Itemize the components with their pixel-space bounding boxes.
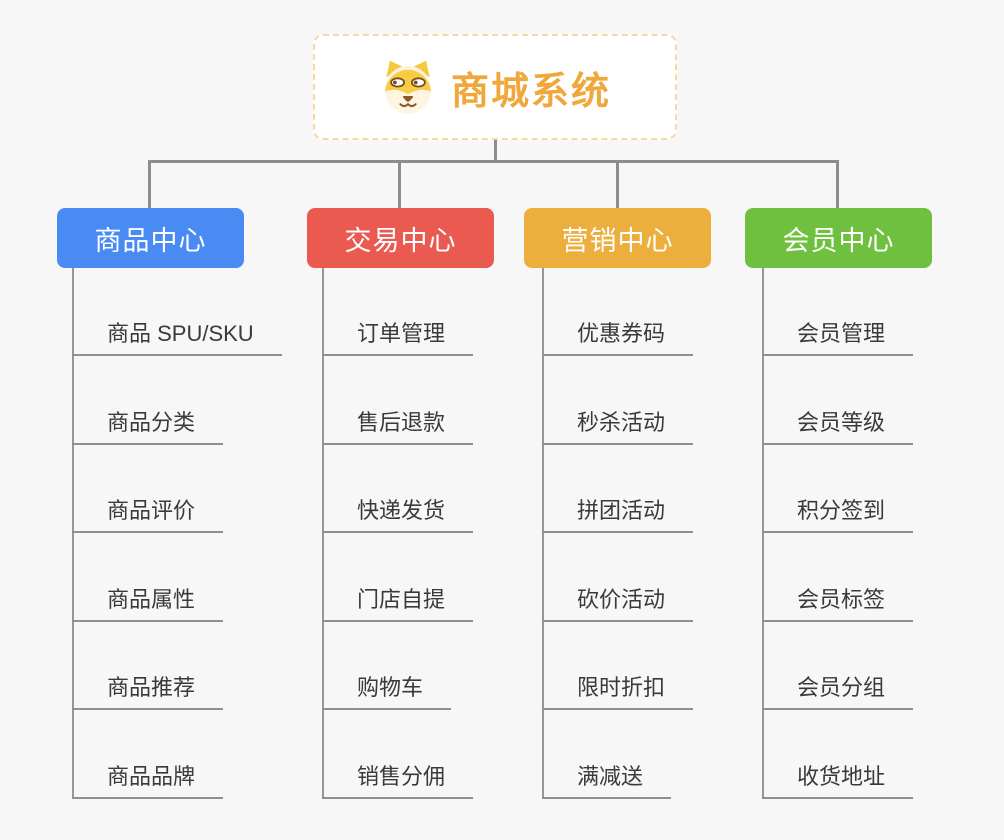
child-node[interactable]: 订单管理	[322, 321, 474, 356]
branch-node-trade[interactable]: 交易中心	[307, 208, 494, 268]
child-node[interactable]: 销售分佣	[322, 764, 474, 799]
connector-branch-spine	[542, 268, 544, 799]
root-node-label: 商城系统	[450, 70, 611, 113]
connector-branch-spine	[762, 268, 764, 799]
child-node[interactable]: 购物车	[322, 675, 452, 710]
child-node[interactable]: 商品品牌	[72, 764, 224, 799]
root-node[interactable]: 商城系统	[313, 34, 677, 140]
connector-drop	[398, 160, 401, 208]
branch-node-members[interactable]: 会员中心	[745, 208, 932, 268]
child-node[interactable]: 商品 SPU/SKU	[72, 321, 282, 356]
child-node[interactable]: 积分签到	[762, 498, 914, 533]
child-node[interactable]: 拼团活动	[542, 498, 694, 533]
child-node[interactable]: 收货地址	[762, 764, 914, 799]
connector-horizontal-bar	[148, 160, 839, 163]
child-node[interactable]: 满减送	[542, 764, 672, 799]
child-node[interactable]: 砍价活动	[542, 587, 694, 622]
child-node[interactable]: 快递发货	[322, 498, 474, 533]
child-node[interactable]: 商品评价	[72, 498, 224, 533]
child-node[interactable]: 商品属性	[72, 587, 224, 622]
child-node[interactable]: 售后退款	[322, 410, 474, 445]
dog-face-icon	[384, 60, 432, 114]
child-node[interactable]: 商品分类	[72, 410, 224, 445]
connector-drop	[148, 160, 151, 208]
connector-drop	[616, 160, 619, 208]
child-node[interactable]: 商品推荐	[72, 675, 224, 710]
child-node[interactable]: 限时折扣	[542, 675, 694, 710]
connector-drop	[836, 160, 839, 208]
connector-root-stem	[494, 140, 497, 163]
branch-node-marketing[interactable]: 营销中心	[524, 208, 711, 268]
child-node[interactable]: 秒杀活动	[542, 410, 694, 445]
child-node[interactable]: 会员等级	[762, 410, 914, 445]
connector-branch-spine	[322, 268, 324, 799]
child-node[interactable]: 门店自提	[322, 587, 474, 622]
child-node[interactable]: 会员管理	[762, 321, 914, 356]
child-node[interactable]: 会员分组	[762, 675, 914, 710]
connector-branch-spine	[72, 268, 74, 799]
branch-node-products[interactable]: 商品中心	[57, 208, 244, 268]
child-node[interactable]: 优惠券码	[542, 321, 694, 356]
child-node[interactable]: 会员标签	[762, 587, 914, 622]
